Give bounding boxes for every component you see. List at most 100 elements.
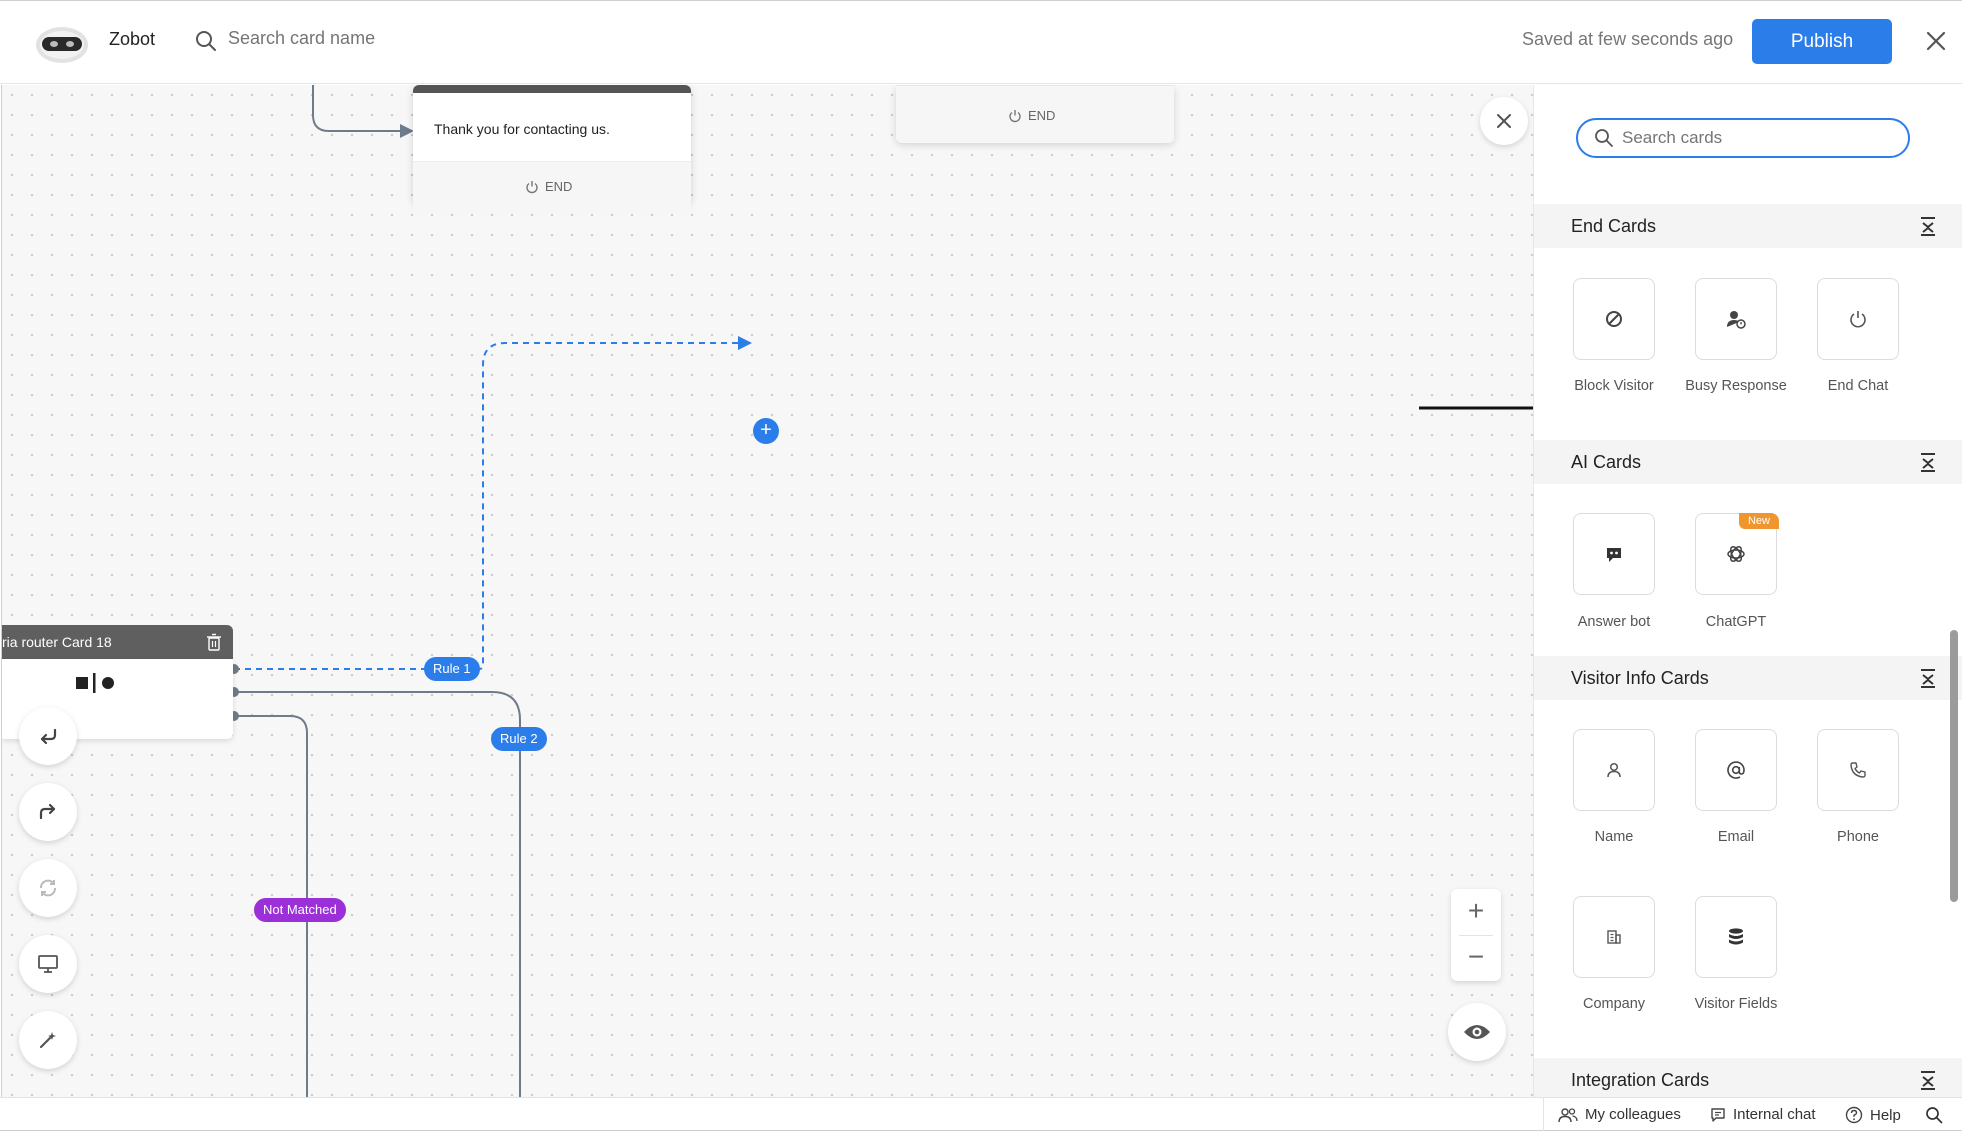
bottom-bar: My colleagues Internal chat Help (0, 1097, 1962, 1131)
message-text: Thank you for contacting us. (434, 121, 610, 137)
zoom-in-button[interactable]: + (1467, 895, 1485, 926)
tile-label: Email (1717, 829, 1755, 845)
monitor-icon (38, 955, 58, 973)
card-tile-answer-bot[interactable] (1573, 513, 1655, 595)
connector-rule2 (234, 691, 521, 1097)
my-colleagues-text: My colleagues (1585, 1106, 1681, 1123)
power-icon (526, 180, 538, 193)
undo-button[interactable] (19, 707, 77, 765)
search-icon[interactable] (194, 29, 218, 53)
section-end-cards[interactable]: End Cards (1534, 204, 1962, 248)
close-panel-button[interactable] (1480, 97, 1528, 145)
connector-not-matched (234, 715, 308, 1097)
saved-status: Saved at few seconds ago (1522, 29, 1734, 49)
block-icon (1606, 311, 1622, 327)
card-tile-chatgpt[interactable]: New (1695, 513, 1779, 595)
eye-icon (1464, 1025, 1490, 1039)
chatgpt-icon (1727, 546, 1745, 562)
card-tile-company[interactable] (1573, 896, 1655, 978)
zoom-out-button[interactable]: − (1467, 941, 1485, 972)
zoom-controls: + − (1451, 889, 1501, 981)
section-integration-cards[interactable]: Integration Cards (1534, 1058, 1962, 1097)
end-label: END (525, 179, 572, 194)
magic-wand-button[interactable] (19, 1011, 77, 1069)
card-end-footer: END (413, 161, 691, 213)
undo-icon (40, 728, 57, 745)
app-name: Zobot (109, 29, 156, 49)
zobot-logo-icon (36, 27, 88, 63)
refresh-button[interactable] (19, 859, 77, 917)
collapse-icon[interactable] (1919, 1070, 1937, 1090)
section-ai-cards[interactable]: AI Cards (1534, 440, 1962, 484)
rule2-label[interactable]: Rule 2 (491, 727, 547, 751)
top-bar: Zobot Saved at few seconds ago Publish (0, 0, 1962, 84)
search-cards-input[interactable] (1622, 126, 1892, 150)
flow-connectors (229, 85, 752, 1097)
close-icon[interactable] (1922, 27, 1950, 55)
internal-chat-link[interactable]: Internal chat (1710, 1106, 1816, 1123)
card-tile-busy-response[interactable] (1695, 278, 1777, 360)
search-cards-box[interactable] (1576, 118, 1910, 158)
card-tile-block-visitor[interactable] (1573, 278, 1655, 360)
busy-user-icon (1727, 311, 1746, 329)
redo-button[interactable] (19, 783, 77, 841)
panel-scrollbar[interactable] (1950, 630, 1958, 902)
router-card-header[interactable]: ria router Card 18 (2, 625, 233, 659)
zoom-divider (1459, 935, 1493, 936)
card-tile-phone[interactable] (1817, 729, 1899, 811)
preview-button[interactable] (1448, 1003, 1506, 1061)
collapse-icon[interactable] (1919, 668, 1937, 688)
user-icon (1607, 762, 1621, 778)
search-card-name-input[interactable] (228, 28, 528, 49)
tile-label: Block Visitor (1574, 378, 1654, 394)
refresh-icon (40, 879, 56, 897)
flow-canvas[interactable]: Thank you for contacting us. END END (1, 85, 1533, 1097)
publish-button[interactable]: Publish (1752, 19, 1892, 64)
colleagues-icon (1558, 1107, 1578, 1122)
tile-label: Phone (1837, 829, 1879, 845)
end-card-top[interactable]: END (896, 85, 1174, 143)
router-card-title: ria router Card 18 (2, 634, 112, 650)
card-end-footer: END (896, 85, 1174, 143)
magic-wand-icon (39, 1032, 56, 1049)
connector-top-arrow (400, 124, 414, 138)
connector-top (312, 85, 406, 132)
phone-icon (1850, 762, 1866, 778)
internal-chat-text: Internal chat (1733, 1106, 1816, 1123)
section-title: Visitor Info Cards (1571, 668, 1709, 688)
cards-panel: End Cards Block Visitor Busy Response En… (1533, 85, 1962, 1097)
my-colleagues-link[interactable]: My colleagues (1558, 1106, 1681, 1123)
chat-icon (1711, 1107, 1725, 1122)
help-link[interactable]: Help (1845, 1106, 1901, 1124)
card-tile-visitor-fields[interactable] (1695, 896, 1777, 978)
trash-icon[interactable] (206, 633, 222, 651)
end-label: END (1008, 108, 1055, 123)
not-matched-label[interactable]: Not Matched (254, 898, 346, 922)
message-card-thanks[interactable]: Thank you for contacting us. END (413, 85, 691, 213)
card-tile-name[interactable] (1573, 729, 1655, 811)
new-badge: New (1739, 513, 1779, 529)
tile-label: Visitor Fields (1694, 996, 1778, 1012)
connector-rule1 (234, 342, 744, 670)
help-text: Help (1870, 1106, 1901, 1124)
section-visitor-info-cards[interactable]: Visitor Info Cards (1534, 656, 1962, 700)
card-tile-end-chat[interactable] (1817, 278, 1899, 360)
search-icon[interactable] (1925, 1106, 1943, 1124)
connector-rule1-arrow (738, 336, 752, 350)
tile-label: Busy Response (1685, 378, 1787, 394)
search-icon (1595, 129, 1613, 147)
collapse-icon[interactable] (1919, 452, 1937, 472)
tile-label: ChatGPT (1705, 614, 1767, 630)
help-icon (1845, 1106, 1863, 1124)
collapse-icon[interactable] (1919, 216, 1937, 236)
section-title: Integration Cards (1571, 1070, 1710, 1090)
rule1-label[interactable]: Rule 1 (424, 657, 480, 681)
tile-label: End Chat (1827, 378, 1889, 394)
power-icon (1009, 109, 1021, 122)
answer-bot-icon (1607, 548, 1621, 562)
card-tile-email[interactable] (1695, 729, 1777, 811)
preview-desktop-button[interactable] (19, 935, 77, 993)
tile-label: Company (1582, 996, 1646, 1012)
at-sign-icon (1727, 761, 1745, 779)
add-card-plus-icon[interactable]: + (753, 418, 779, 444)
